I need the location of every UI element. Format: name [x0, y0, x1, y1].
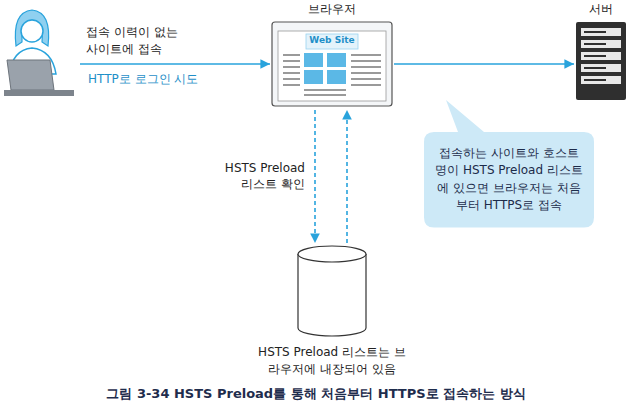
callout-bubble: 접속하는 사이트와 호스트명이 HSTS Preload 리스트에 있으면 브라… [424, 132, 594, 228]
database: HSTS Preload 리스트는 브라우저에 내장되어 있음 [298, 246, 366, 336]
user-icon [4, 10, 74, 96]
database-cylinder [298, 246, 366, 336]
server-icon [576, 22, 626, 100]
cylinder-body [298, 254, 366, 336]
server: 서버 [576, 22, 626, 100]
user-note: 접속 이력이 없는 사이트에 접속 [86, 24, 190, 59]
page-title: Web Site [309, 35, 354, 46]
edge-label: HTTP로 로그인 시도 [88, 71, 198, 88]
https-arrow [394, 63, 574, 65]
lookup-arrow [314, 110, 316, 243]
laptop-base [4, 90, 74, 96]
browser-heading: 브라우저 [308, 2, 356, 18]
browser-frame [272, 22, 392, 106]
user-face [21, 20, 43, 42]
callout-shape [424, 100, 594, 228]
server-heading: 서버 [589, 2, 613, 18]
browser-page [278, 31, 386, 101]
laptop-screen [7, 60, 54, 90]
server-bays [581, 28, 621, 84]
page-header [306, 34, 358, 49]
image-blocks [304, 53, 346, 84]
database-note: HSTS Preload 리스트는 브라우저에 내장되어 있음 [257, 344, 407, 378]
server-lights [584, 31, 606, 81]
user-hair [15, 10, 48, 46]
request-arrow [80, 63, 270, 65]
user: 접속 이력이 없는 사이트에 접속 [2, 4, 78, 104]
server-case [576, 22, 626, 100]
result-arrow [346, 110, 348, 243]
callout-text: 접속하는 사이트와 호스트명이 HSTS Preload 리스트에 있으면 브라… [424, 132, 594, 228]
browser-window [272, 22, 392, 106]
browser: 브라우저Web Site [272, 22, 392, 106]
edge-label: HSTS Preload 리스트 확인 [215, 160, 305, 194]
cylinder-top [298, 246, 366, 262]
figure-caption: 그림 3-34 HSTS Preload를 통해 처음부터 HTTPS로 접속하… [0, 385, 632, 403]
